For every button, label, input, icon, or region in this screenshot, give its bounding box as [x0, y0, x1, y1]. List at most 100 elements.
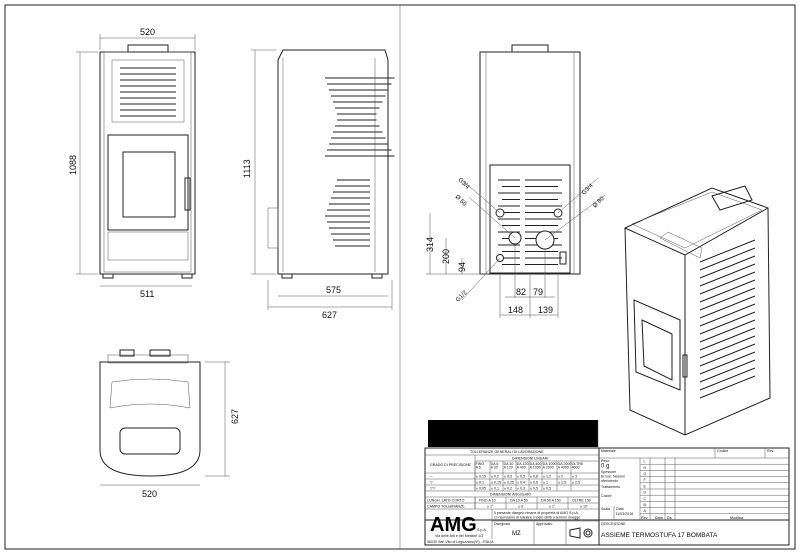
louver-slot: [699, 367, 756, 391]
redacted-block: [428, 420, 598, 447]
louver-slot: [699, 255, 756, 279]
angular-header: DA 10 A 50: [510, 499, 528, 503]
ownership-note-1: Il presente disegno rimane di proprietà …: [494, 511, 579, 515]
linear-header: FINO A 6: [476, 462, 486, 469]
tolerance-value: ± 0,25: [504, 481, 514, 485]
company-logo: AMG: [430, 514, 477, 536]
isometric-view: [624, 185, 771, 436]
louver-slot: [699, 287, 756, 311]
angular-value: ± 10': [580, 505, 588, 509]
revision-letter: A: [644, 509, 647, 513]
tolerance-value: ± 0,5: [543, 487, 551, 491]
finish-label: Spessore: [601, 470, 616, 474]
ownership-note-2: Ci riserviamo di tutelare i nostri dirit…: [494, 516, 580, 520]
title-block: TOLLERANZE GENERALI DI LAVORAZIONE DIMEN…: [424, 420, 790, 546]
dim-148: 148: [508, 305, 523, 315]
weight-value: 0 g: [601, 464, 609, 470]
angular-header: OLTRE 150: [572, 499, 591, 503]
code-label: Codice: [717, 449, 728, 453]
projection-symbol: [569, 527, 593, 539]
revision-letter: H: [644, 466, 647, 470]
drawn-label: Disegnato: [494, 522, 510, 526]
louver-slot: [699, 247, 756, 271]
company-suffix: S.p.A.: [477, 528, 487, 532]
description-value: ASSIEME TERMOSTUFA 17 BOMBATA: [601, 532, 718, 539]
revision-letter: C: [644, 497, 647, 501]
revision-letter: B: [644, 503, 647, 507]
address-1: Via delle Arti e dei Mestieri 1/3: [435, 534, 483, 538]
linear-header: DA 6 A 30: [491, 462, 500, 469]
dim-front-height: 1088: [68, 155, 78, 175]
louver-slot: [699, 351, 756, 375]
approved-label: Approvato: [536, 522, 552, 526]
tolerance-value: ± 0,8: [530, 475, 538, 479]
tolerance-value: ± 1,5: [558, 481, 566, 485]
louver-slot: [699, 319, 756, 343]
color-label: Colore: [601, 494, 612, 498]
tolerance-value: ± 0,2: [491, 475, 499, 479]
dim-314: 314: [425, 237, 435, 252]
date-label: Data: [616, 507, 624, 511]
revision-letter: E: [644, 484, 647, 488]
scale-label: Scala: [601, 507, 610, 511]
angular-label-field: CAMPO TOLLERANZE: [427, 505, 465, 509]
tolerance-value: ± 0,1: [491, 487, 499, 491]
surface-symbol: ▽▽: [430, 487, 437, 491]
tolerance-value: ± 3: [572, 475, 577, 479]
dim-side-depth: 575: [326, 285, 341, 295]
dim-94: 94: [457, 262, 467, 272]
precision-label: GRADO DI PRECISIONE: [430, 463, 472, 467]
tolerance-value: ± 0,3: [504, 475, 512, 479]
linear-header: OLTRE 4000: [572, 462, 585, 469]
angular-header: FINO A 10: [479, 499, 496, 503]
dim-front-base: 511: [140, 289, 154, 299]
linear-header: DA 120 A 400: [517, 462, 530, 469]
dim-top-width: 520: [142, 489, 157, 499]
tolerance-value: ± 0,5: [530, 487, 538, 491]
angular-header: DA 50 A 150: [541, 499, 561, 503]
material-label: Materiale: [601, 449, 616, 453]
drawn-value: MZ: [512, 531, 521, 537]
louver-slot: [699, 311, 756, 335]
date-value: 11/03/2016: [616, 512, 634, 516]
tolerance-value: ± 0,1: [476, 481, 484, 485]
louver-slot: [699, 271, 756, 295]
linear-header: DA 1000 A 2000: [543, 462, 558, 469]
dim-front-width: 520: [140, 27, 155, 37]
tolerance-value: ± 0,3: [517, 487, 525, 491]
dim-139: 139: [538, 305, 553, 315]
tolerance-value: ± 1,2: [543, 475, 551, 479]
angular-label-short: LUNGH. LATO CORTO: [427, 499, 465, 503]
dim-side-height: 1113: [242, 159, 252, 178]
louver-slot: [699, 343, 756, 367]
rev-label: Rev.: [767, 449, 774, 453]
rev-col-change: Modifica: [730, 516, 743, 520]
tolerance-value: ± 0,15: [476, 475, 486, 479]
linear-header: DA 400 A 1000: [530, 462, 543, 469]
weight-label: Peso: [601, 459, 609, 463]
side-view: 1113 575 627: [242, 49, 395, 320]
address-2: 36030 San Vito di Leguzzano(VI) - ITALIA: [427, 540, 494, 544]
tolerance-value: ± 2: [558, 475, 563, 479]
angular-title: DIMENSIONI ANGOLARI: [490, 493, 531, 497]
dim-82: 82: [516, 287, 526, 297]
tolerance-value: ± 0,2: [504, 487, 512, 491]
surface-symbol: ∼: [430, 475, 433, 479]
tolerance-value: ± 0,5: [517, 475, 525, 479]
dim-side-total: 627: [322, 310, 337, 320]
angular-value: ± 1°: [487, 505, 494, 509]
louver-slot: [699, 327, 756, 351]
tolerance-value: ± 1: [543, 481, 548, 485]
revision-letter: L: [644, 460, 646, 464]
tolerance-value: ± 0,15: [491, 481, 501, 485]
angular-value: ± 3': [518, 505, 524, 509]
front-view: 520 1088 511: [68, 27, 196, 299]
louver-slot: [699, 295, 756, 319]
revision-letter: G: [644, 472, 647, 476]
rev-col-rev: Rev.: [641, 516, 648, 520]
dim-top-depth: 627: [230, 409, 240, 424]
tolerance-value: ± 0,6: [530, 481, 538, 485]
rev-col-by: Da: [667, 516, 672, 520]
revision-letter: D: [644, 491, 647, 495]
